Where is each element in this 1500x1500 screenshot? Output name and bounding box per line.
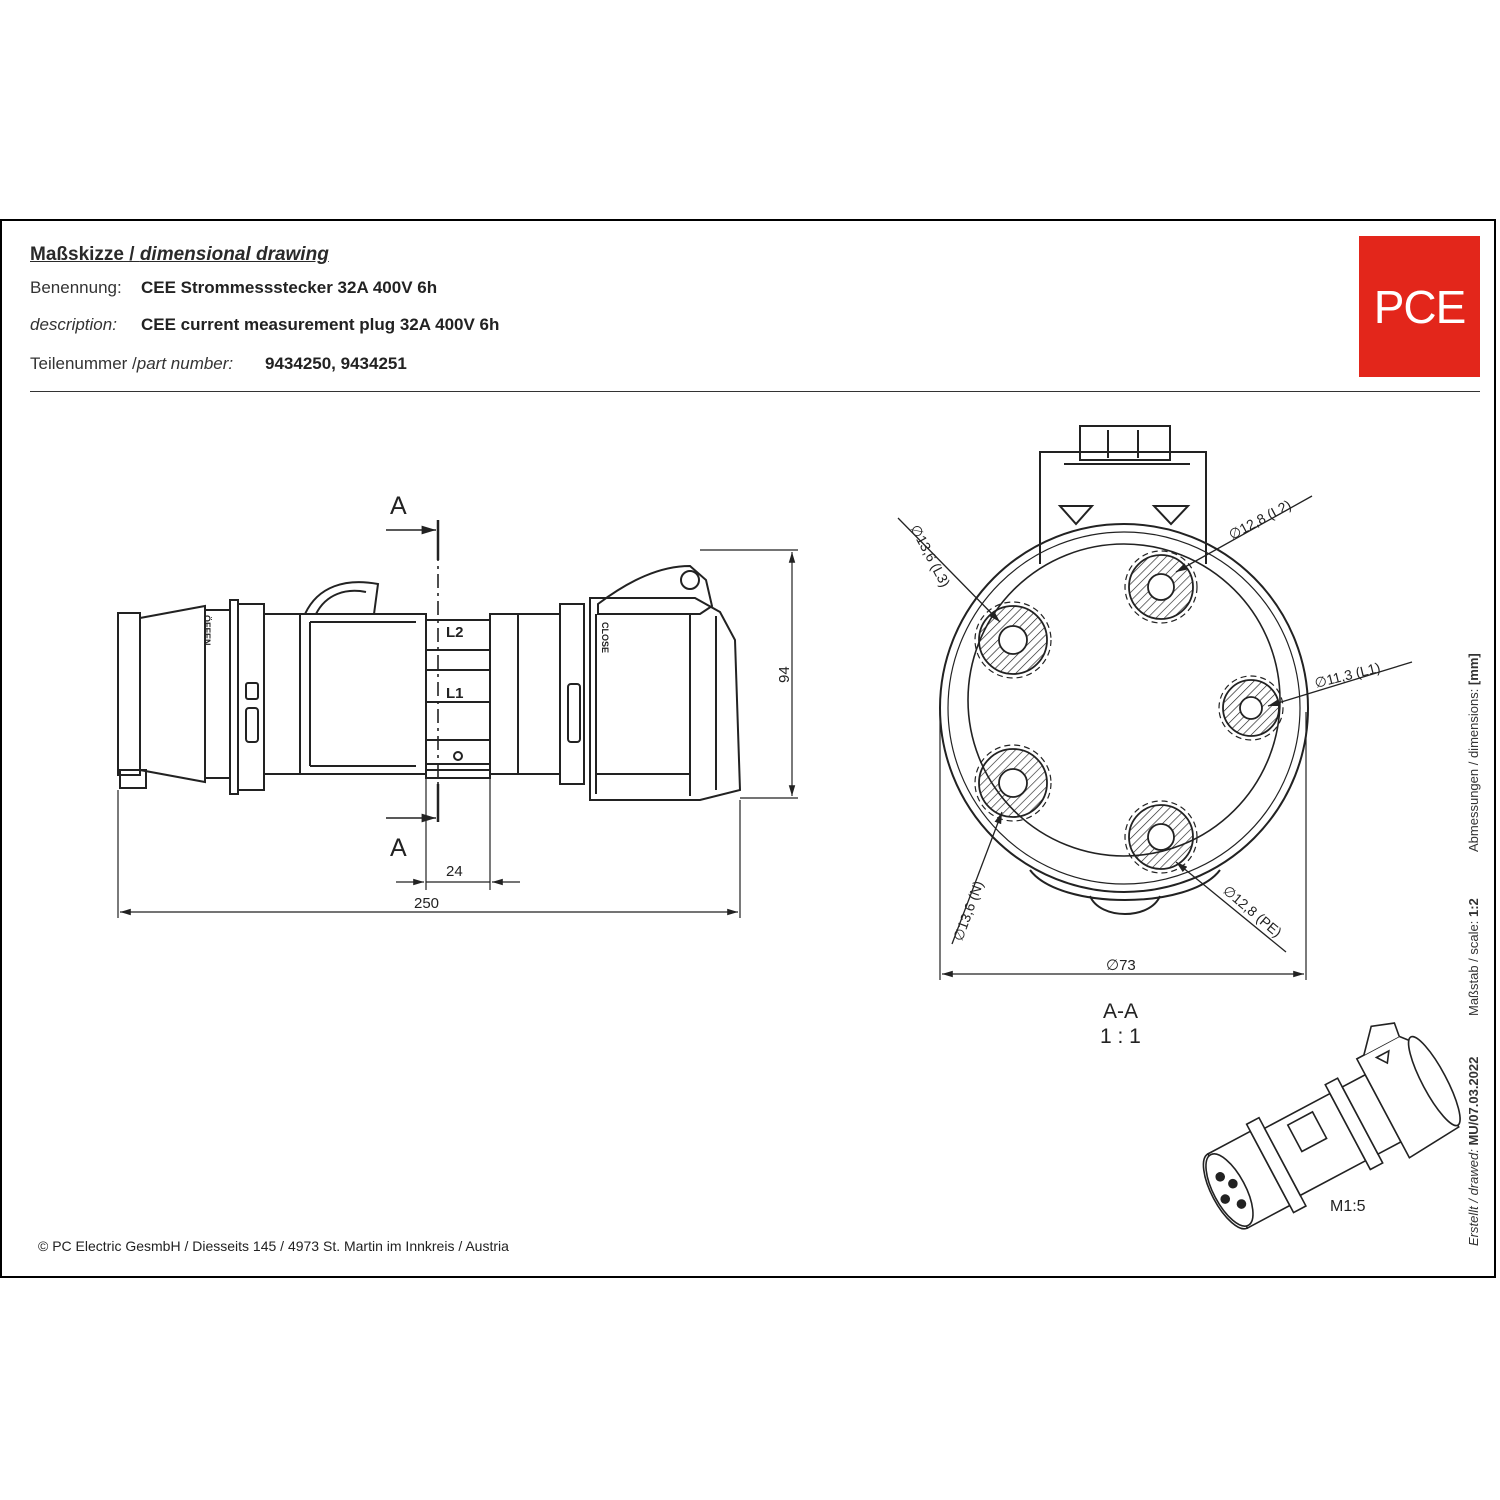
title-english: dimensional drawing <box>139 244 329 265</box>
iso-scale-label: M1:5 <box>1330 1198 1366 1215</box>
drawing-title: Maßskizze / dimensional drawing <box>30 244 329 266</box>
socket-lid <box>589 597 742 801</box>
pin-pe <box>1124 800 1198 874</box>
plug-body-taper <box>139 604 206 784</box>
dimension-section-width <box>396 770 520 890</box>
side-view <box>117 564 742 801</box>
dimension-diameter <box>939 712 1307 980</box>
dimension-height <box>700 549 798 799</box>
dim-n-label: ∅13,6 (N) <box>950 879 987 943</box>
header-divider <box>30 391 1480 392</box>
plug-end-lug <box>119 769 147 789</box>
lid-hinge <box>680 570 700 590</box>
scale-info: Maßstab / scale: 1:2 <box>1466 898 1481 1016</box>
pin-l3 <box>974 601 1052 679</box>
drawn-label: Erstellt / drawed: <box>1466 1149 1481 1246</box>
dim-diameter-label: ∅73 <box>1106 957 1136 974</box>
drawn-info: Erstellt / drawed: MU/07.03.2022 <box>1466 1057 1481 1246</box>
title-german: Maßskizze <box>30 244 124 265</box>
dimensions-info: Abmessungen / dimensions: [mm] <box>1466 653 1481 852</box>
label-l1: L1 <box>446 685 464 702</box>
section-top-connector <box>1079 425 1171 461</box>
section-line-a-a <box>386 520 440 823</box>
section-pins <box>974 550 1284 874</box>
part-number-value: 9434250, 9434251 <box>265 354 407 373</box>
body-collar <box>264 613 301 775</box>
part-label-german: Teilenummer / <box>30 354 137 373</box>
pin-l1 <box>1218 675 1284 741</box>
dim-l2-label: ∅12,8 (L2) <box>1226 496 1294 542</box>
carry-handle <box>304 581 380 615</box>
plug-end-cap <box>117 612 141 776</box>
drawn-value: MU/07.03.2022 <box>1466 1056 1481 1146</box>
isometric-view <box>1202 1022 1461 1230</box>
section-view <box>939 425 1309 915</box>
socket-ring <box>559 603 585 785</box>
logo-text: PCE <box>1373 280 1467 333</box>
name-row: Benennung: CEE Strommessstecker 32A 400V… <box>30 278 437 298</box>
dim-section-width-label: 24 <box>446 863 463 880</box>
description-value: CEE current measurement plug 32A 400V 6h <box>141 315 500 334</box>
section-scale: 1 : 1 <box>1100 1025 1141 1048</box>
locking-ring <box>229 599 239 795</box>
dimensions-label: Abmessungen / dimensions: <box>1466 688 1481 852</box>
drawing-sheet-frame <box>0 219 1496 1278</box>
pin-l2 <box>1124 550 1198 624</box>
section-housing <box>1039 451 1207 564</box>
dim-pe-label: ∅12,8 (PE) <box>1220 882 1285 940</box>
display-panel-l1 <box>425 701 491 765</box>
section-name: A-A <box>1103 1000 1138 1023</box>
part-number-row: Teilenummer / part number: 9434250, 9434… <box>30 354 407 374</box>
title-separator: / <box>123 244 140 265</box>
dim-length-label: 250 <box>414 895 439 912</box>
section-mark-bottom: A <box>390 834 407 862</box>
name-label: Benennung: <box>30 278 122 297</box>
pin-n <box>974 744 1052 822</box>
dim-l1-label: ∅11,3 (L1) <box>1313 659 1382 691</box>
description-label: description: <box>30 315 117 334</box>
dimension-length <box>117 790 741 918</box>
scale-value: 1:2 <box>1466 898 1481 917</box>
dim-height-label: 94 <box>776 666 793 683</box>
copyright-footer: © PC Electric GesmbH / Diesseits 145 / 4… <box>38 1238 509 1254</box>
label-close: CLOSE <box>600 622 610 653</box>
measurement-body <box>299 613 427 775</box>
label-l2: L2 <box>446 624 464 641</box>
name-value: CEE Strommessstecker 32A 400V 6h <box>141 278 438 297</box>
section-mark-top: A <box>390 492 407 520</box>
section-outer-ring <box>939 523 1309 893</box>
label-open: ÖFFEN <box>202 615 212 646</box>
dimensions-unit: [mm] <box>1466 653 1481 686</box>
section-leaders <box>897 495 1413 953</box>
scale-label: Maßstab / scale: <box>1466 920 1481 1016</box>
dim-l3-label: ∅13,6 (L3) <box>907 522 953 590</box>
pce-logo: PCE <box>1359 236 1480 377</box>
description-row: description: CEE current measurement plu… <box>30 315 499 335</box>
part-label-english: part number: <box>136 354 234 373</box>
